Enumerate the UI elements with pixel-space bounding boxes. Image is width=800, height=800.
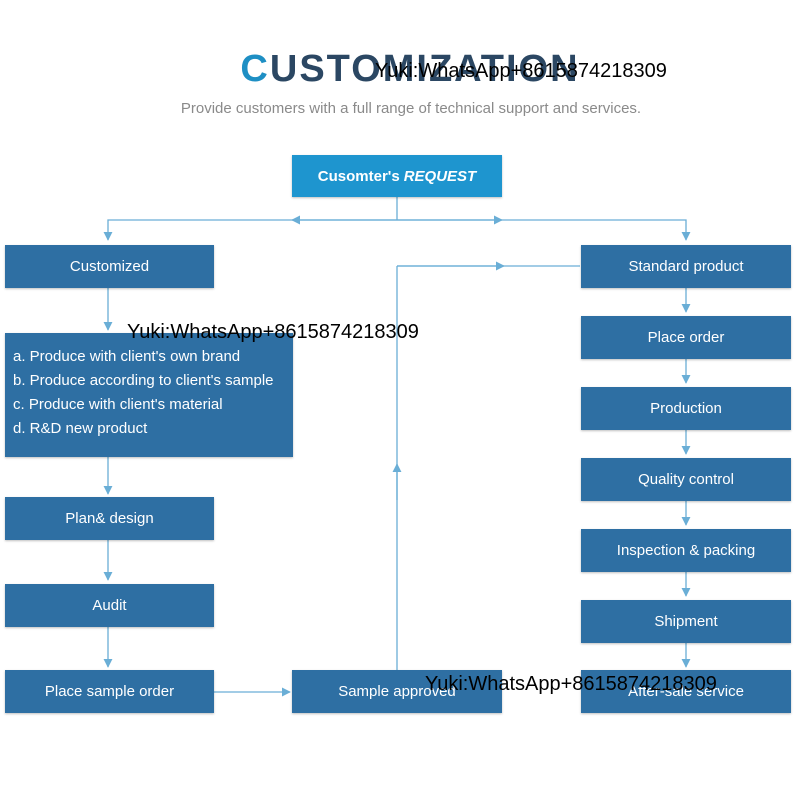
watermark-text: Yuki:WhatsApp+8615874218309 bbox=[425, 673, 717, 695]
step-after-sale-service: After-sale service bbox=[581, 670, 791, 713]
sample-approved-box: Sample approved bbox=[292, 670, 502, 713]
step-quality-control: Quality control bbox=[581, 458, 791, 501]
option-item: d. R&D new product bbox=[13, 420, 148, 437]
step-inspection-packing: Inspection & packing bbox=[581, 529, 791, 572]
watermark-text: Yuki:WhatsApp+8615874218309 bbox=[375, 60, 667, 82]
connector-branch-right bbox=[397, 219, 691, 241]
customization-options-box: a. Produce with client's own brand b. Pr… bbox=[5, 333, 293, 457]
option-item: b. Produce according to client's sample bbox=[13, 372, 274, 389]
plan-design-box: Plan& design bbox=[5, 497, 214, 540]
page-title: CUSTOMIZATION bbox=[240, 48, 580, 90]
customized-box: Customized bbox=[5, 245, 214, 288]
connector-branch-left bbox=[103, 219, 397, 241]
option-item: a. Produce with client's own brand bbox=[13, 348, 241, 365]
audit-box: Audit bbox=[5, 584, 214, 627]
place-sample-order-box: Place sample order bbox=[5, 670, 214, 713]
option-item: c. Produce with client's material bbox=[13, 396, 223, 413]
step-shipment: Shipment bbox=[581, 600, 791, 643]
step-standard-product: Standard product bbox=[581, 245, 791, 288]
step-place-order: Place order bbox=[581, 316, 791, 359]
page-subtitle: Provide customers with a full range of t… bbox=[180, 100, 642, 117]
watermark-text: Yuki:WhatsApp+8615874218309 bbox=[127, 321, 419, 343]
step-production: Production bbox=[581, 387, 791, 430]
